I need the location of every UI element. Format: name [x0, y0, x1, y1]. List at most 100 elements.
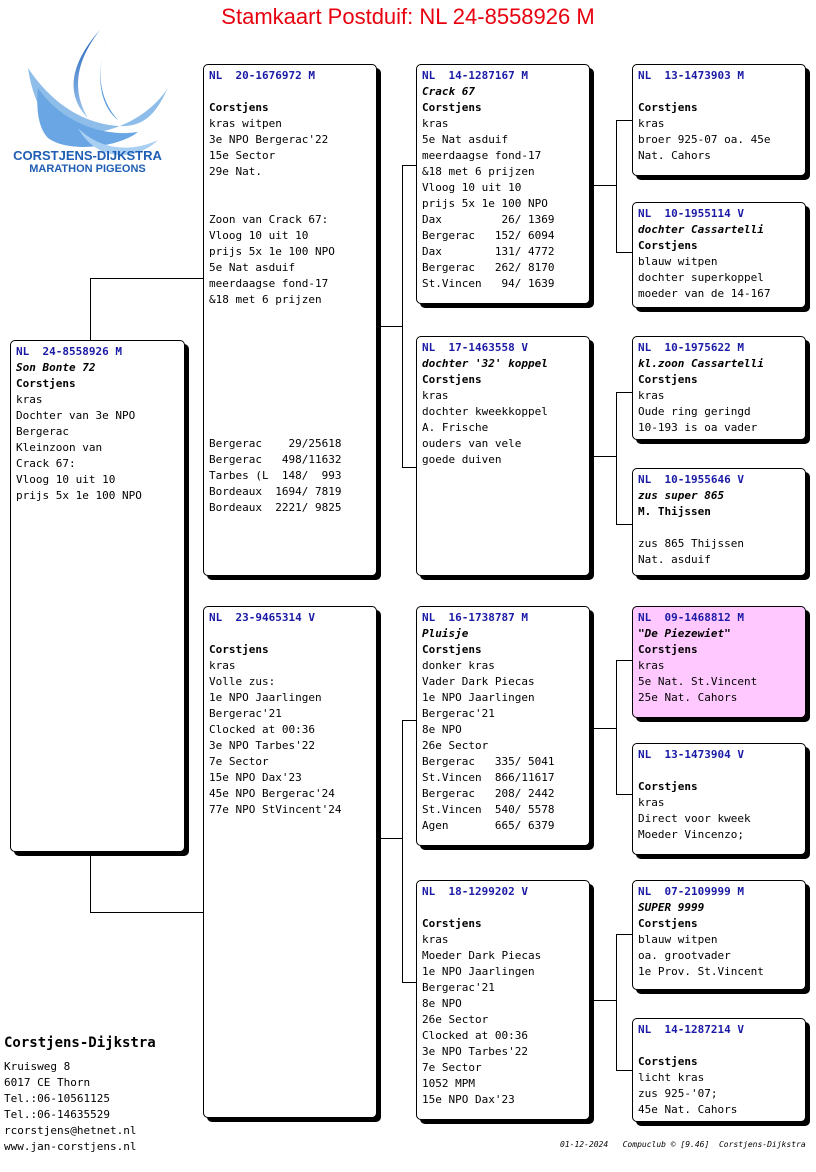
page-title: Stamkaart Postduif: NL 24-8558926 M	[221, 4, 595, 29]
info-line: Kleinzoon van	[16, 441, 103, 454]
pigeon-name: SUPER 9999	[638, 901, 705, 914]
ring-number: NL 17-1463558 V	[422, 341, 528, 354]
info-line: Nat. asduif	[638, 553, 711, 566]
info-line: prijs 5x 1e 100 NPO	[422, 197, 548, 210]
info-line: Dax 131/ 4772	[422, 245, 555, 258]
logo-text-sub: MARATHON PIGEONS	[29, 163, 146, 175]
info-line: goede duiven	[422, 453, 502, 466]
info-line: Vloog 10 uit 10	[422, 181, 522, 194]
info-line: kras	[209, 659, 236, 672]
info-line: Oude ring geringd	[638, 405, 751, 418]
info-line: 1e Prov. St.Vincent	[638, 965, 764, 978]
info-line: 7e Sector	[209, 755, 269, 768]
info-line: moeder van de 14-167	[638, 287, 771, 300]
info-line: meerdaagse fond-17	[209, 277, 329, 290]
breeder-name: Corstjens	[638, 373, 698, 386]
info-line: ouders van vele	[422, 437, 522, 450]
info-line: St.Vincen 540/ 5578	[422, 803, 555, 816]
info-line: 8e NPO	[422, 997, 462, 1010]
ring-number: NL 10-1955646 V	[638, 473, 744, 486]
info-line: Bergerac'21	[422, 981, 495, 994]
info-line: Bergerac 208/ 2442	[422, 787, 555, 800]
info-line: 7e Sector	[422, 1061, 482, 1074]
info-line: Vader Dark Piecas	[422, 675, 535, 688]
website-link[interactable]: www.jan-corstjens.nl	[4, 1140, 137, 1153]
info-line: Bergerac'21	[422, 707, 495, 720]
dove-logo-icon	[28, 30, 168, 156]
info-line: kras	[638, 117, 665, 130]
breeder-name: Corstjens	[209, 643, 269, 656]
info-line: prijs 5x 1e 100 NPO	[16, 489, 142, 502]
info-line: Bordeaux 2221/ 9825	[209, 501, 342, 514]
info-line: 29e Nat.	[209, 165, 262, 178]
info-line: 45e NPO Bergerac'24	[209, 787, 335, 800]
info-line: 3e NPO Tarbes'22	[422, 1045, 528, 1058]
info-line: Moeder Dark Piecas	[422, 949, 542, 962]
ring-number: NL 09-1468812 M	[638, 611, 744, 624]
info-line: St.Vincen 94/ 1639	[422, 277, 555, 290]
info-line: 45e Nat. Cahors	[638, 1103, 738, 1116]
info-line: 77e NPO StVincent'24	[209, 803, 342, 816]
pigeon-name	[209, 84, 376, 100]
ring-number: NL 23-9465314 V	[209, 611, 315, 624]
info-line: oa. grootvader	[638, 949, 731, 962]
info-line: meerdaagse fond-17	[422, 149, 542, 162]
email-link[interactable]: rcorstjens@hetnet.nl	[4, 1124, 137, 1137]
ring-number: NL 16-1738787 M	[422, 611, 528, 624]
info-line: Crack 67:	[16, 457, 76, 470]
info-line: 15e NPO Dax'23	[422, 1093, 515, 1106]
info-line: 3e NPO Tarbes'22	[209, 739, 315, 752]
info-line: 26e Sector	[422, 1013, 489, 1026]
logo-text-name: CORSTJENS-DIJKSTRA	[13, 148, 162, 163]
phone-1: Tel.:06-10561125	[4, 1092, 110, 1105]
info-line: Bergerac	[16, 425, 69, 438]
breeder-name: Corstjens	[16, 377, 76, 390]
info-line	[209, 356, 376, 372]
info-line: kras witpen	[209, 117, 282, 130]
info-line: broer 925-07 oa. 45e	[638, 133, 771, 146]
breeder-name: Corstjens	[638, 643, 698, 656]
info-line	[209, 308, 376, 324]
info-line	[209, 196, 376, 212]
info-line: &18 met 6 prijzen	[209, 293, 322, 306]
info-line: blauw witpen	[638, 255, 718, 268]
info-line	[209, 372, 376, 388]
ring-number: NL 20-1676972 M	[209, 69, 315, 82]
info-line: kras	[16, 393, 43, 406]
ring-number: NL 14-1287167 M	[422, 69, 528, 82]
info-line: 5e Nat asduif	[422, 133, 509, 146]
info-line: Bergerac 335/ 5041	[422, 755, 555, 768]
info-line	[209, 180, 376, 196]
pigeon-name: "De Piezewiet"	[638, 627, 731, 640]
info-line: dochter superkoppel	[638, 271, 764, 284]
info-line: 1e NPO Jaarlingen	[422, 691, 535, 704]
info-line: 5e Nat. St.Vincent	[638, 675, 758, 688]
info-line: Agen 665/ 6379	[422, 819, 555, 832]
ring-number: NL 07-2109999 M	[638, 885, 744, 898]
info-line: Tarbes (L 148/ 993	[209, 469, 342, 482]
breeder-name: Corstjens	[638, 780, 698, 793]
info-line: 1052 MPM	[422, 1077, 475, 1090]
info-line: Bergerac'21	[209, 707, 282, 720]
info-line: kras	[422, 933, 449, 946]
info-line: blauw witpen	[638, 933, 718, 946]
info-line: kras	[422, 389, 449, 402]
info-line: licht kras	[638, 1071, 705, 1084]
breeder-name: Corstjens	[638, 239, 698, 252]
info-line: 5e Nat asduif	[209, 261, 296, 274]
